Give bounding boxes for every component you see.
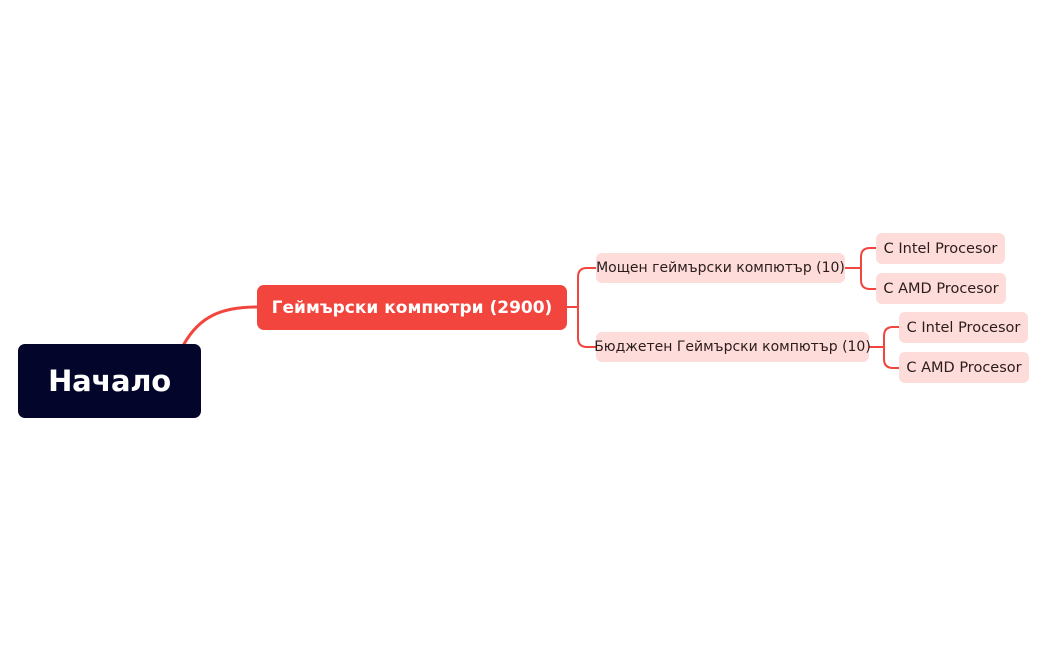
subtopic-label: Мощен геймърски компютър (10) (596, 260, 845, 276)
subtopic-label: Бюджетен Геймърски компютър (10) (594, 339, 871, 355)
leaf-label: C AMD Procesor (906, 359, 1022, 376)
connector-sub2-leaf-1 (883, 326, 899, 347)
leaf-node-powerful-amd[interactable]: C AMD Procesor (876, 273, 1006, 304)
subtopic-node-powerful-pc[interactable]: Мощен геймърски компютър (10) (596, 253, 845, 283)
connector-main-sub-1 (577, 267, 596, 307)
connector-sub2-leaf-2 (883, 347, 899, 369)
main-topic-node[interactable]: Геймърски компютри (2900) (257, 285, 567, 330)
root-node[interactable]: Начало (18, 344, 201, 418)
leaf-label: C AMD Procesor (883, 280, 999, 297)
subtopic-node-budget-pc[interactable]: Бюджетен Геймърски компютър (10) (594, 332, 871, 362)
connector-root-main (182, 305, 259, 346)
main-topic-label: Геймърски компютри (2900) (271, 297, 553, 318)
connector-sub1-leaf-1 (860, 247, 876, 268)
root-node-label: Начало (48, 364, 171, 398)
connector-sub1-leaf-2 (860, 268, 876, 290)
leaf-node-budget-amd[interactable]: C AMD Procesor (899, 352, 1029, 383)
leaf-label: C Intel Procesor (906, 319, 1021, 336)
leaf-label: C Intel Procesor (883, 240, 998, 257)
leaf-node-powerful-intel[interactable]: C Intel Procesor (876, 233, 1005, 264)
leaf-node-budget-intel[interactable]: C Intel Procesor (899, 312, 1028, 343)
